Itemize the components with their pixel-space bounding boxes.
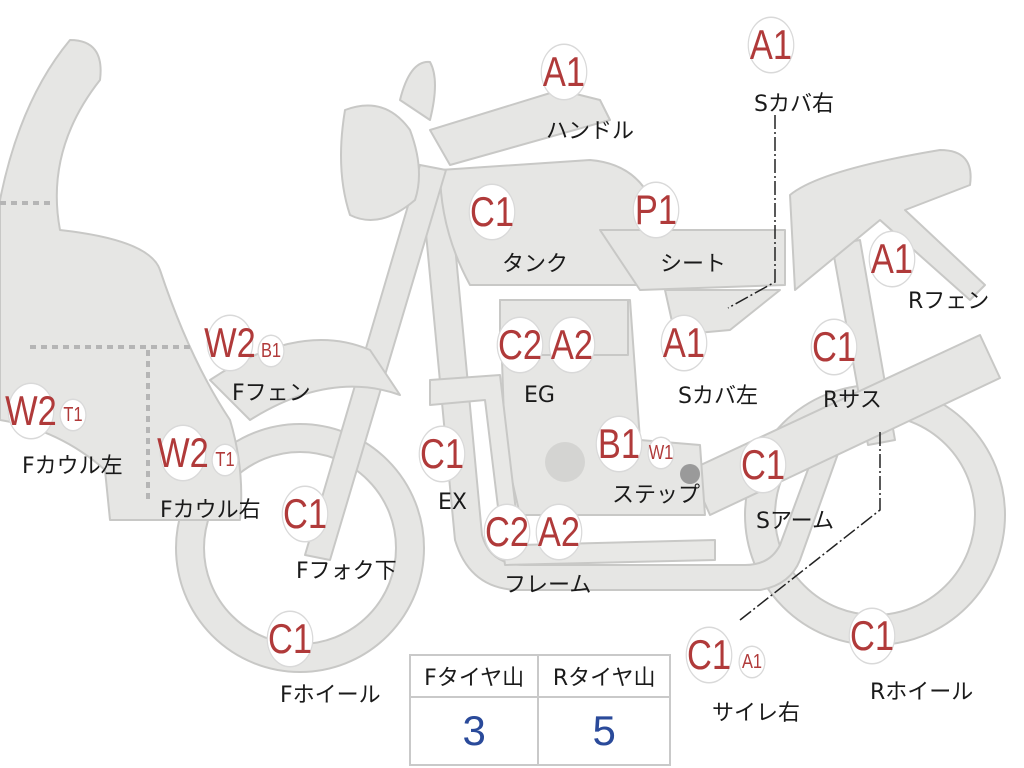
code-badge: C1 <box>849 609 895 663</box>
part-label: Rフェン <box>908 289 990 314</box>
front-wheel-outline <box>175 423 425 673</box>
part-label: Sカバ右 <box>754 92 834 117</box>
code-badge-sub: A1 <box>739 647 765 677</box>
part-label: EG <box>524 383 555 408</box>
part-label: Fホイール <box>280 683 381 708</box>
part-label: Fカウル左 <box>22 454 123 479</box>
code-badge: A1 <box>869 232 915 286</box>
code-badge: A1 <box>541 45 587 99</box>
part-label: シート <box>660 252 727 277</box>
code-badge: A1 <box>661 316 707 370</box>
code-badge: C2 <box>497 318 543 372</box>
code-badge: W2 <box>204 316 256 370</box>
part-label: Rサス <box>823 388 882 413</box>
part-label: フレーム <box>504 573 592 598</box>
leader-s-cover-right <box>727 115 776 309</box>
part-label: Sカバ左 <box>678 384 758 409</box>
code-badge: C1 <box>811 320 857 374</box>
part-label: Fフォク下 <box>296 559 397 584</box>
part-label: Sアーム <box>756 509 834 534</box>
part-label: タンク <box>502 252 569 277</box>
part-label: Fカウル右 <box>160 498 261 523</box>
code-badge: P1 <box>633 183 679 237</box>
tail-shape <box>789 149 986 301</box>
part-label: Fフェン <box>232 381 311 406</box>
code-badge-sub: B1 <box>258 336 284 366</box>
mirror-shape <box>399 60 436 121</box>
front-tire-header: Fタイヤ山 <box>408 654 540 698</box>
code-badge-2: A2 <box>536 505 582 559</box>
code-badge: C1 <box>282 487 328 541</box>
cowl-shape <box>0 39 243 521</box>
code-badge-sub: T1 <box>60 400 86 430</box>
part-label: ステップ <box>612 483 701 508</box>
code-badge: C2 <box>484 505 530 559</box>
code-badge: A1 <box>748 18 794 72</box>
code-badge: C1 <box>267 612 313 666</box>
headlight-shape <box>340 104 420 221</box>
part-label: EX <box>438 490 467 515</box>
part-label: サイレ右 <box>712 701 801 726</box>
code-badge: W2 <box>5 384 57 438</box>
code-badge: C1 <box>740 438 786 492</box>
code-badge: B1 <box>596 417 642 471</box>
step-peg <box>680 464 700 484</box>
seat-shape <box>599 229 786 291</box>
code-badge-sub: T1 <box>212 445 238 475</box>
tire-tread-table: Fタイヤ山 Rタイヤ山 3 5 <box>408 654 671 766</box>
rear-tire-value: 5 <box>537 696 671 766</box>
front-tire-value: 3 <box>408 696 540 766</box>
rear-tire-header: Rタイヤ山 <box>537 654 671 698</box>
code-badge: C1 <box>469 185 515 239</box>
frame-rail <box>429 89 611 166</box>
code-badge: C1 <box>419 427 465 481</box>
leader-muffler-right <box>739 430 881 621</box>
code-badge: W2 <box>157 426 209 480</box>
code-badge-sub: W1 <box>648 438 674 468</box>
part-label: ハンドル <box>546 119 635 144</box>
engine-spot <box>545 442 585 482</box>
code-badge-2: A2 <box>549 318 595 372</box>
code-badge: C1 <box>686 628 732 682</box>
part-label: Rホイール <box>870 680 974 705</box>
